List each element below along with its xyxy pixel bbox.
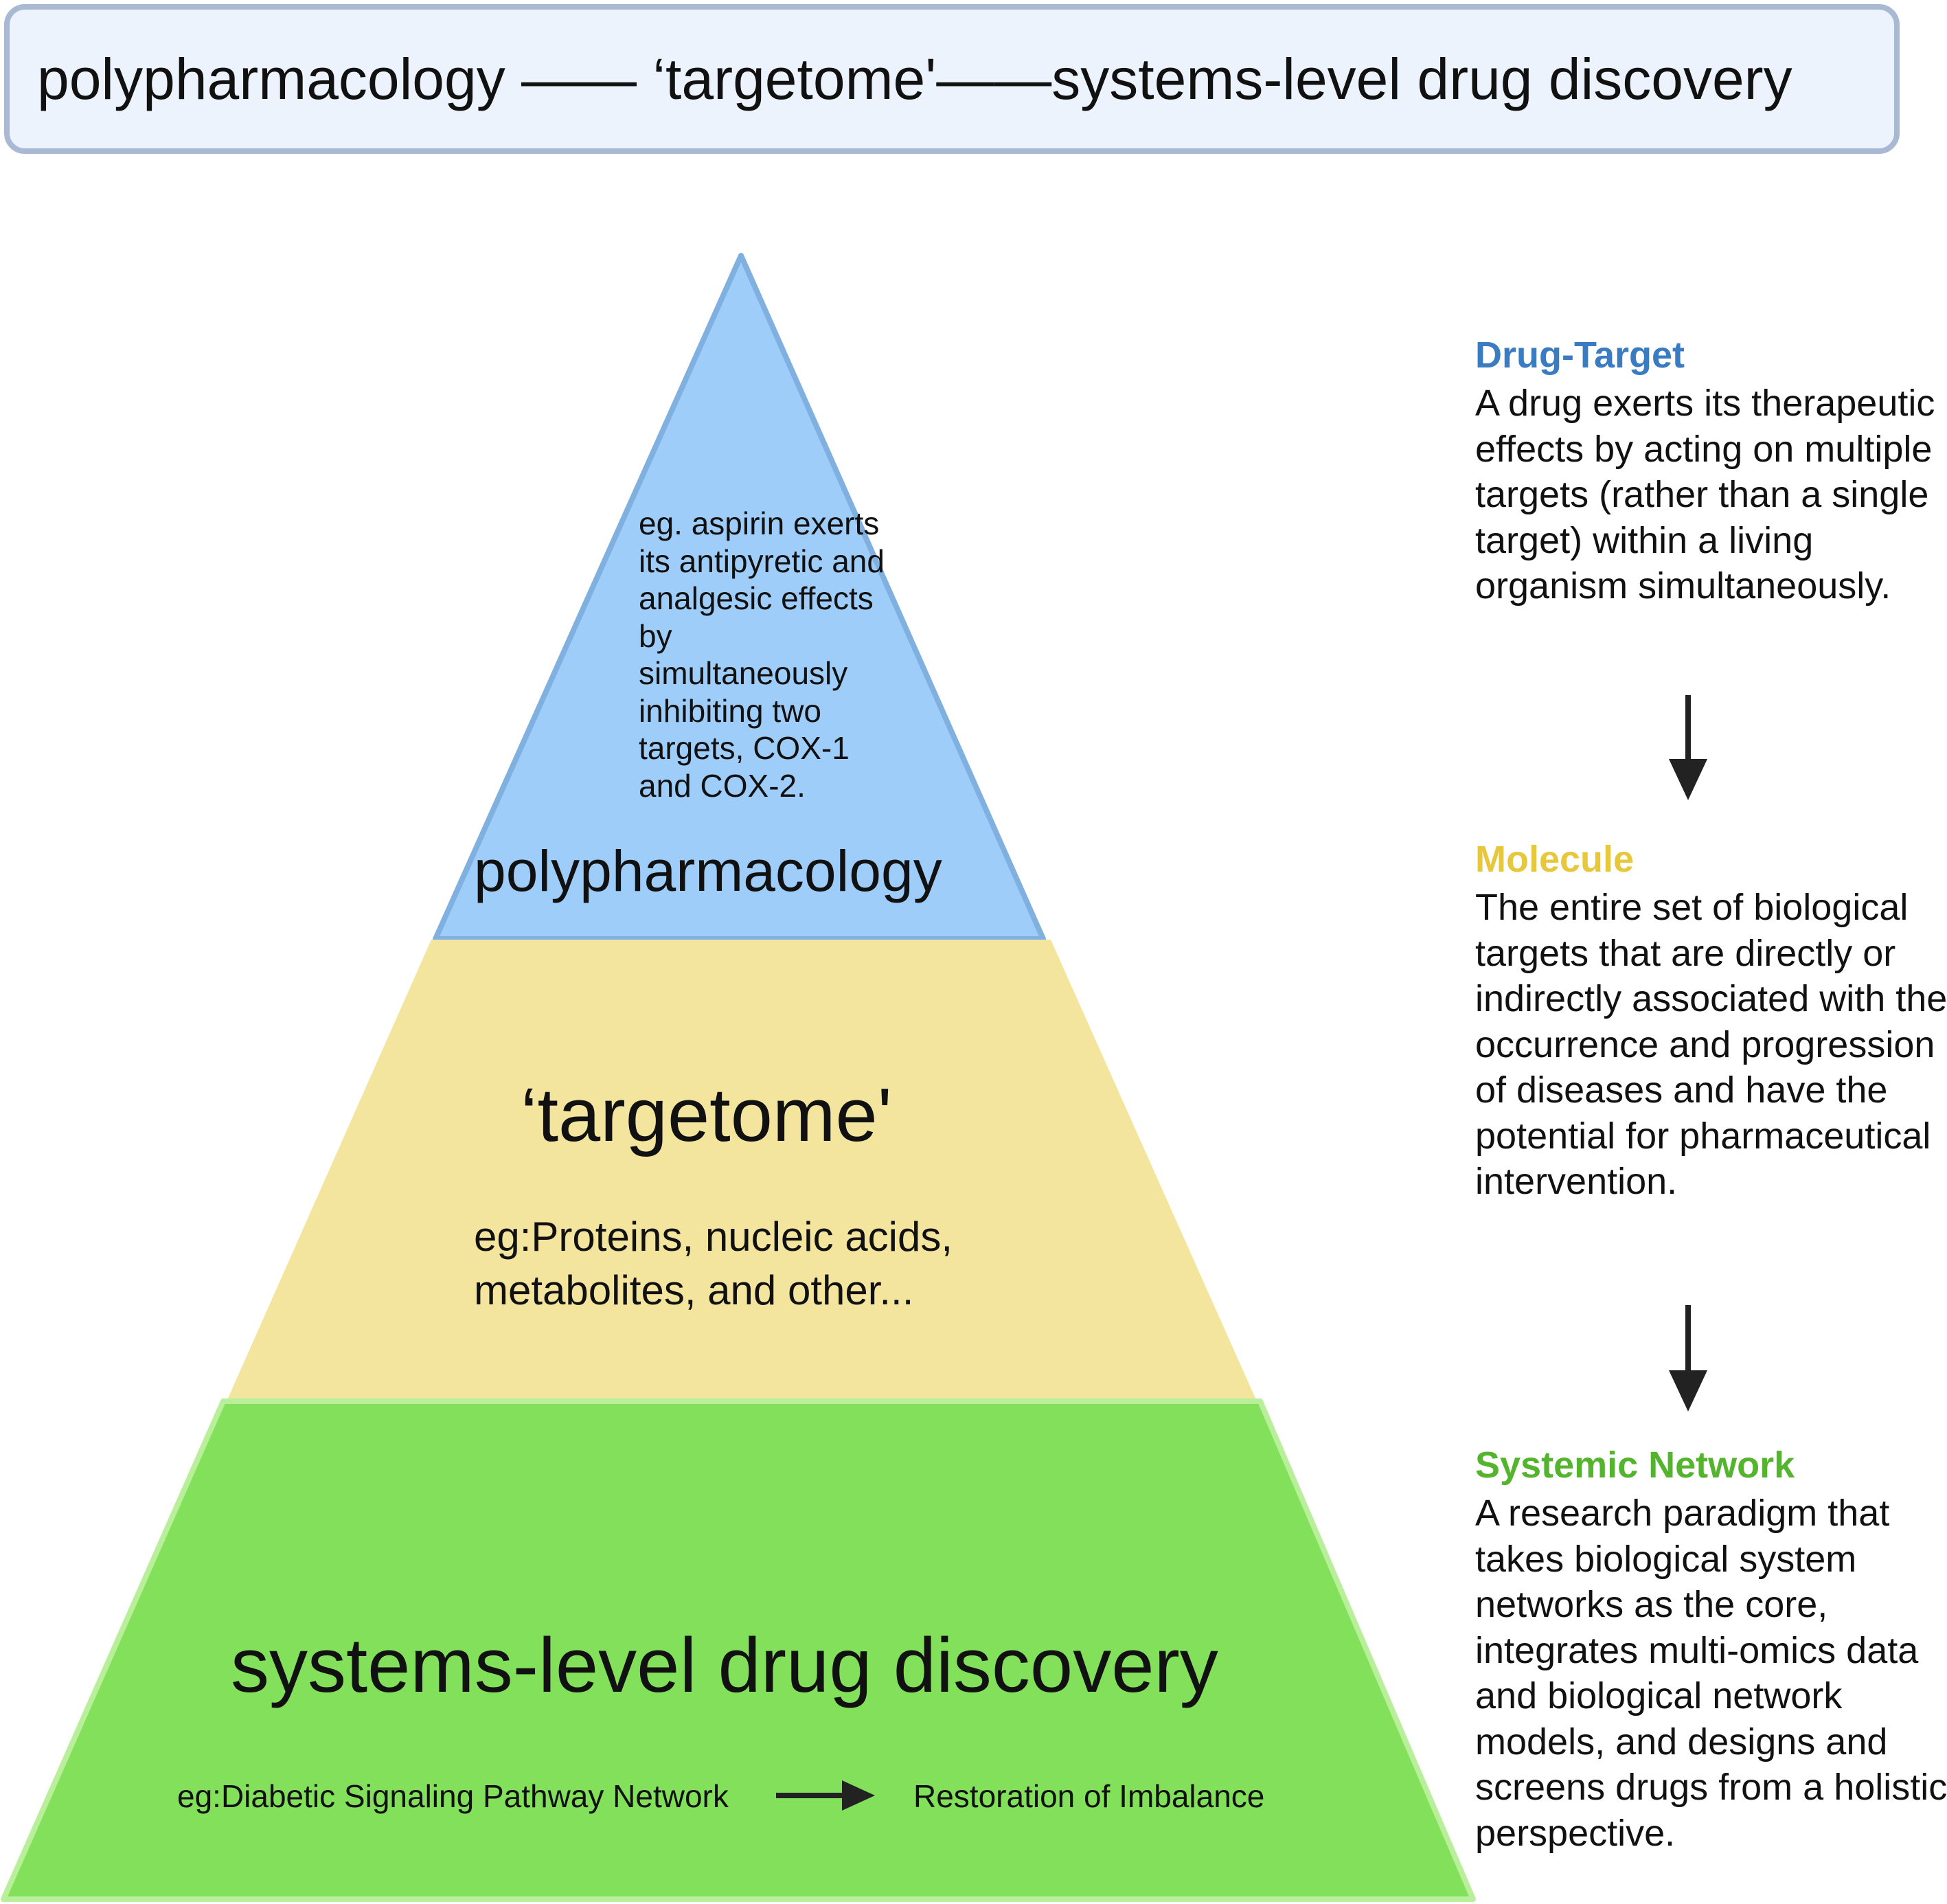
page-title: polypharmacology —— ‘targetome'——systems…	[37, 46, 1792, 111]
base-example-arrow	[776, 1780, 875, 1811]
molecule-description: The entire set of biological targets tha…	[1475, 887, 1947, 1202]
molecule-heading: Molecule	[1475, 839, 1635, 880]
pyramid-tier-base	[1, 1398, 1476, 1902]
base-tier-label: systems-level drug discovery	[231, 1622, 1218, 1708]
drug-target-description: A drug exerts its therapeutic effects by…	[1475, 383, 1935, 607]
middle-example-text: eg:Proteins, nucleic acids, metabolites,…	[474, 1210, 1037, 1317]
drug-target-heading: Drug-Target	[1475, 335, 1685, 376]
pyramid-tier-apex	[433, 253, 1046, 942]
middle-example-line-1: eg:Proteins, nucleic acids,	[474, 1214, 953, 1260]
base-example-left: eg:Diabetic Signaling Pathway Network	[177, 1778, 729, 1814]
base-example-right: Restoration of Imbalance	[913, 1778, 1265, 1814]
pyramid-tier-middle	[227, 940, 1257, 1401]
down-arrow-1	[1669, 695, 1707, 800]
systemic-network-description: A research paradigm that takes biologica…	[1475, 1493, 1947, 1854]
apex-example-text: eg. aspirin exerts its antipyretic and a…	[639, 506, 885, 804]
down-arrow-2	[1669, 1305, 1707, 1412]
middle-tier-label: ‘targetome'	[521, 1073, 892, 1157]
title-box: polypharmacology —— ‘targetome'——systems…	[4, 4, 1900, 154]
middle-example-line-2: metabolites, and other...	[474, 1267, 914, 1313]
systemic-network-heading: Systemic Network	[1475, 1444, 1795, 1486]
apex-tier-label: polypharmacology	[474, 839, 942, 903]
